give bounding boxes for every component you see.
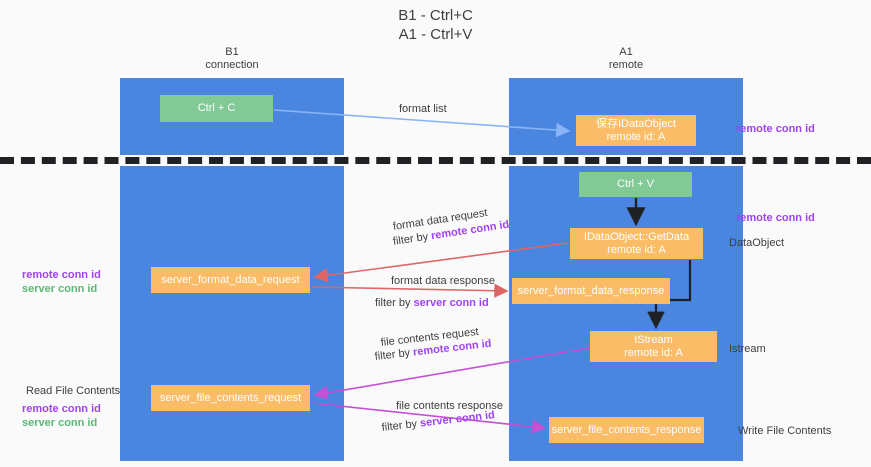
annotation-left-conn-ids-2: remote conn id server conn id [22, 402, 101, 430]
column-header-a1: A1 remote [509, 46, 743, 72]
annotation-left-remote-conn-id-2: remote conn id [22, 403, 101, 415]
annotation-read-file-contents: Read File Contents [26, 385, 121, 397]
node-save-idataobject[interactable]: 保存IDataObject remote id: A [576, 115, 696, 146]
filter-prefix: filter by [375, 297, 414, 309]
section-divider [0, 157, 871, 164]
node-idataobject-getdata-subtitle: remote id: A [607, 243, 666, 256]
column-header-a1-name: A1 [619, 46, 633, 58]
annotation-dataobject: DataObject [729, 237, 785, 249]
column-header-a1-role: remote [608, 59, 644, 71]
node-save-idataobject-subtitle: remote id: A [606, 130, 666, 143]
node-ctrl-v[interactable]: Ctrl + V [579, 172, 692, 197]
annotation-remote-conn-id-top: remote conn id [736, 123, 815, 135]
edge-label-format-data-response: format data response [391, 275, 495, 287]
node-server-file-contents-request[interactable]: server_file_contents_request [151, 385, 310, 411]
node-server-format-data-response[interactable]: server_format_data_response [512, 278, 670, 304]
filter-key-server-conn-id: server conn id [413, 297, 489, 309]
annotation-left-remote-conn-id-1: remote conn id [22, 269, 101, 281]
node-server-file-contents-response-label: server_file_contents_response [551, 423, 702, 436]
node-idataobject-getdata-title: IDataObject::GetData [583, 230, 690, 243]
page-title: B1 - Ctrl+C A1 - Ctrl+V [0, 6, 871, 44]
title-line-1: B1 - Ctrl+C [398, 7, 473, 24]
node-idataobject-getdata[interactable]: IDataObject::GetData remote id: A [570, 228, 703, 259]
node-server-format-data-request-label: server_format_data_request [161, 273, 300, 286]
lane-a1-bottom [509, 166, 743, 461]
column-header-b1: B1 connection [120, 46, 344, 72]
annotation-left-conn-ids-1: remote conn id server conn id [22, 268, 101, 296]
node-istream[interactable]: IStream remote id: A [590, 331, 717, 362]
node-istream-title: IStream [634, 333, 673, 346]
annotation-istream: Istream [729, 343, 766, 355]
node-save-idataobject-title: 保存IDataObject [595, 117, 677, 130]
annotation-left-server-conn-id-1: server conn id [22, 283, 98, 295]
column-header-b1-role: connection [205, 59, 259, 71]
node-ctrl-v-label: Ctrl + V [617, 178, 654, 190]
node-ctrl-c[interactable]: Ctrl + C [160, 95, 273, 122]
filter-prefix: filter by [381, 417, 421, 434]
annotation-write-file-contents: Write File Contents [738, 425, 832, 437]
node-server-file-contents-response[interactable]: server_file_contents_response [549, 417, 704, 443]
edge-label-format-data-response-filter: filter by server conn id [375, 296, 489, 310]
column-header-b1-name: B1 [225, 46, 239, 58]
node-server-format-data-request[interactable]: server_format_data_request [151, 267, 310, 293]
node-istream-subtitle: remote id: A [624, 346, 683, 359]
node-server-file-contents-request-label: server_file_contents_request [159, 391, 302, 404]
filter-prefix: filter by [374, 346, 414, 363]
edge-label-file-contents-response: file contents response [396, 400, 504, 412]
lane-b1-bottom [120, 166, 344, 461]
title-line-2: A1 - Ctrl+V [398, 26, 473, 43]
edge-label-format-list: format list [399, 103, 447, 115]
annotation-left-server-conn-id-2: server conn id [22, 417, 98, 429]
node-server-format-data-response-label: server_format_data_response [517, 284, 665, 297]
node-ctrl-c-label: Ctrl + C [197, 102, 236, 114]
annotation-remote-conn-id-mid: remote conn id [736, 212, 815, 224]
